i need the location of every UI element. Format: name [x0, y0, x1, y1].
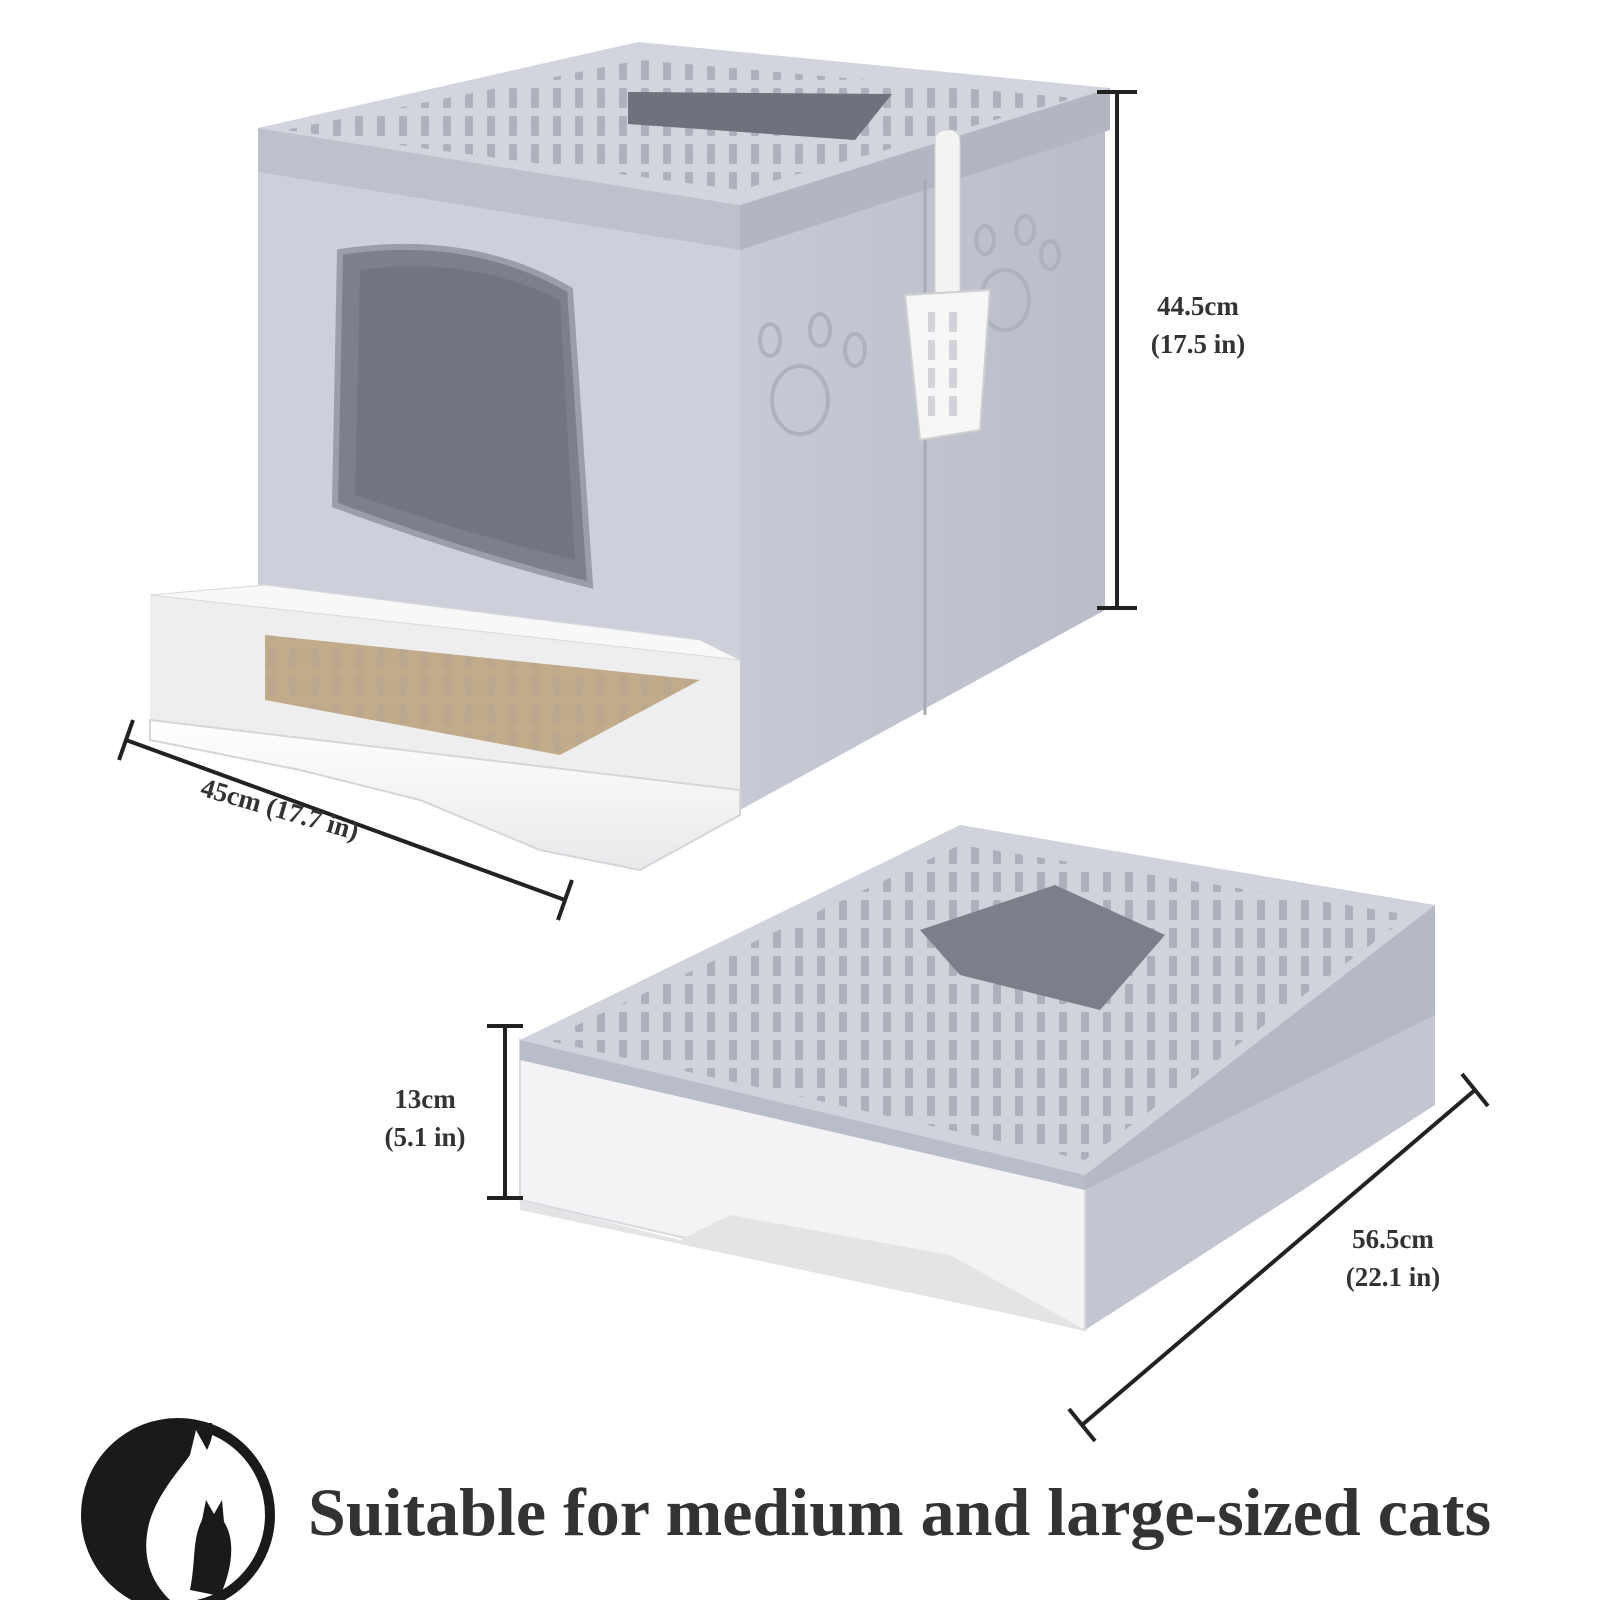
height-in: (17.5 in): [1150, 329, 1246, 359]
lid-edge-side: [740, 88, 1110, 250]
height-cm: 44.5cm: [1157, 291, 1239, 321]
flat-height-cm: 13cm: [394, 1084, 456, 1114]
length-in: (22.1 in): [1345, 1262, 1441, 1292]
flat-height-in: (5.1 in): [384, 1122, 466, 1152]
box-side-panel: [740, 130, 1105, 810]
tagline: Suitable for medium and large-sized cats: [308, 1474, 1492, 1550]
length-dimension-label: 56.5cm (22.1 in): [1318, 1220, 1468, 1296]
top-entrance-opening: [628, 92, 892, 140]
height-dimension-label: 44.5cm (17.5 in): [1128, 287, 1268, 363]
length-line: [1080, 1088, 1477, 1427]
folded-litter-box: [519, 825, 1435, 1332]
paw-print-decoration: [758, 214, 1061, 436]
litter-scoop: [903, 129, 992, 442]
dimension-lines: [117, 90, 1490, 1443]
flat-height-dimension-label: 13cm (5.1 in): [355, 1080, 495, 1156]
pull-out-drawer: [149, 584, 741, 872]
lid-edge-front: [258, 128, 740, 250]
length-cm: 56.5cm: [1352, 1224, 1434, 1254]
assembled-litter-box: [149, 42, 1110, 872]
cat-silhouette-logo: [81, 1418, 275, 1605]
flat-box-top-opening: [920, 885, 1165, 1010]
width-line: [125, 738, 566, 902]
